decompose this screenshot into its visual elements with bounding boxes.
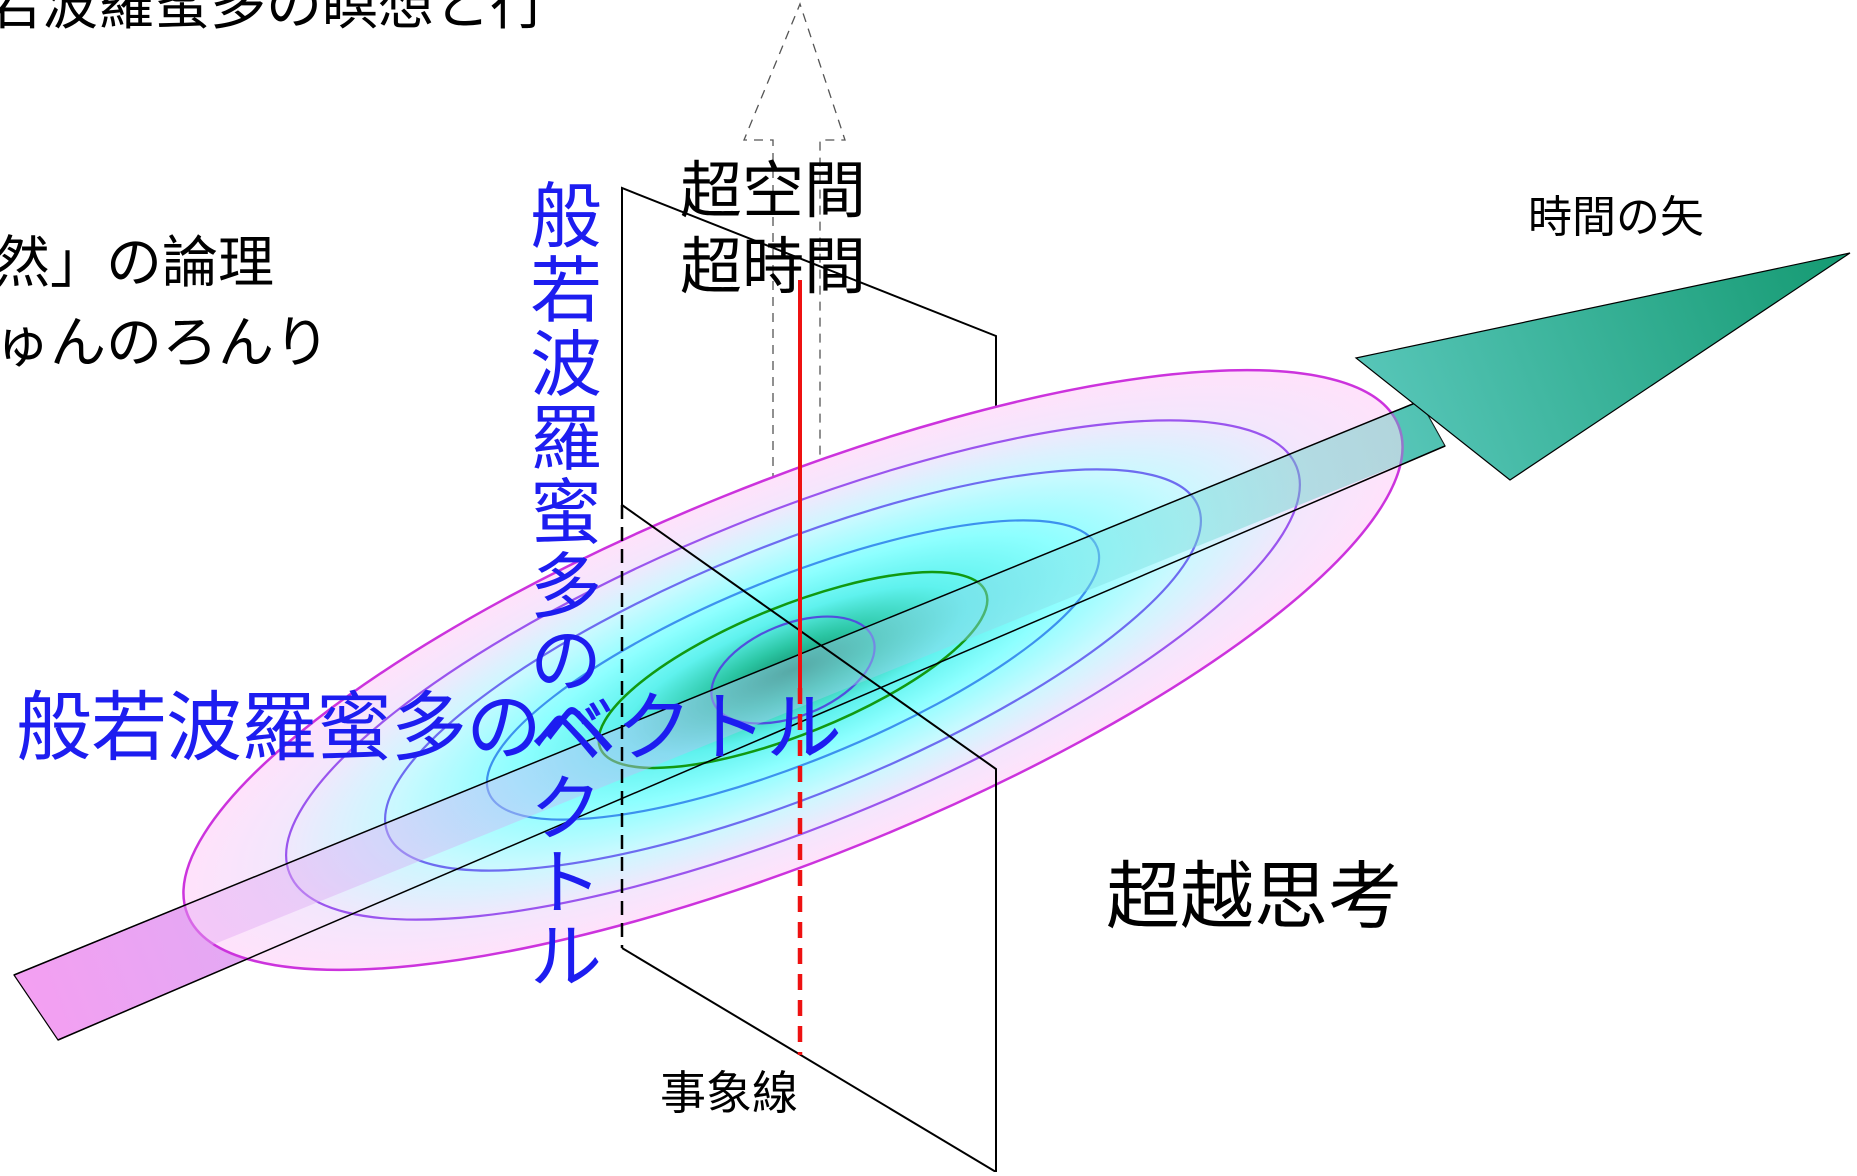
transcendent-thinking-label: 超越思考 — [1106, 854, 1402, 940]
plane-front-edge — [621, 504, 997, 1172]
prajna-vector-horizontal: 般若波羅蜜多のベクトル — [16, 683, 842, 772]
logic-line-1: 然」の論理 — [0, 231, 274, 296]
hyper-space-label: 超空間 — [680, 154, 867, 227]
arrow-of-time-label: 時間の矢 — [1528, 192, 1704, 243]
logic-line-2: ゅんのろんり — [0, 311, 330, 376]
prajna-vector-vertical: 般若波羅蜜多のベクトル — [529, 175, 602, 999]
time-arrow-head — [1354, 252, 1851, 481]
top-cut-text: 若波羅蜜多の瞑想と行 — [0, 0, 546, 38]
hyper-time-label: 超時間 — [680, 230, 867, 303]
event-line-label: 事象線 — [660, 1066, 798, 1120]
